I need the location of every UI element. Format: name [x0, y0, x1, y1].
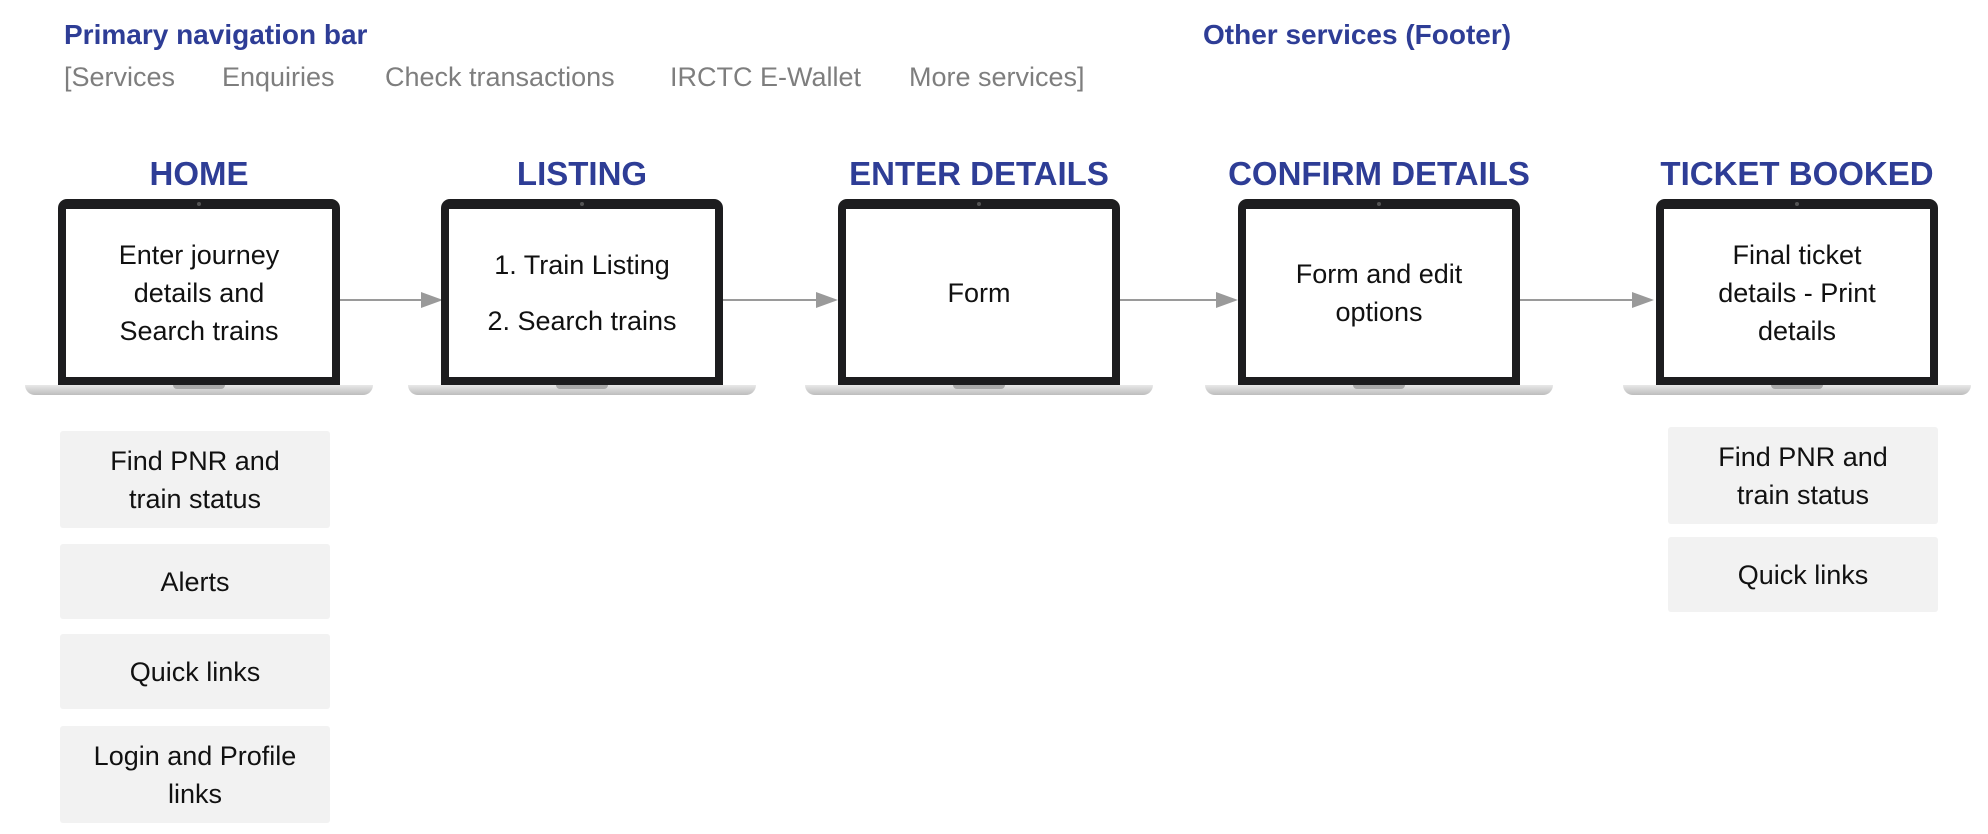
arrow-shaft	[1120, 299, 1218, 301]
nav-item-check-transactions: Check transactions	[385, 62, 615, 92]
laptop-screen-ticket-booked: Final ticket details - Print details	[1664, 209, 1930, 377]
box-label: Quick links	[129, 656, 261, 687]
laptop-home: Enter journey details and Search trains	[25, 199, 373, 399]
camera-icon	[1795, 202, 1799, 206]
screen-line: Form	[947, 278, 1011, 308]
arrow-head-icon	[1632, 292, 1654, 308]
nav-item-irctc-e-wallet: IRCTC E-Wallet	[670, 62, 862, 92]
primary-nav-heading: Primary navigation bar	[64, 19, 368, 50]
screen-line: 2. Search trains	[487, 306, 677, 336]
screen-line: Search trains	[119, 316, 279, 346]
camera-icon	[197, 202, 201, 206]
stage-title-listing: LISTING	[516, 155, 648, 192]
box-label: Find PNR and train status	[1718, 441, 1888, 510]
laptop-lid: Form	[838, 199, 1120, 389]
laptop-base	[805, 385, 1153, 395]
screen-line: Enter journey	[118, 240, 280, 270]
screen-line: 1. Train Listing	[494, 250, 670, 280]
arrow-head-icon	[816, 292, 838, 308]
laptop-base	[1205, 385, 1553, 395]
screen-line: details	[1757, 316, 1837, 346]
screen-line: details and	[133, 278, 265, 308]
screen-line: Form and edit	[1295, 259, 1463, 289]
stage-title-home: HOME	[149, 155, 249, 192]
ticket-box-quick-links: Quick links	[1668, 537, 1938, 612]
laptop-screen-enter-details: Form	[846, 209, 1112, 377]
arrow-shaft	[1520, 299, 1634, 301]
box-label: Login and Profile links	[93, 740, 297, 809]
laptop-lid: 1. Train Listing 2. Search trains	[441, 199, 723, 389]
laptop-screen-listing: 1. Train Listing 2. Search trains	[449, 209, 715, 377]
flow-arrow	[723, 289, 838, 311]
flow-arrow	[340, 289, 443, 311]
laptop-base	[25, 385, 373, 395]
camera-icon	[977, 202, 981, 206]
laptop-screen-confirm-details: Form and edit options	[1246, 209, 1512, 377]
nav-item-more-services: More services]	[909, 62, 1085, 92]
laptop-base	[1623, 385, 1971, 395]
laptop-notch	[1771, 385, 1823, 389]
stage-title-enter-details: ENTER DETAILS	[849, 155, 1109, 192]
laptop-screen-home: Enter journey details and Search trains	[66, 209, 332, 377]
laptop-lid: Final ticket details - Print details	[1656, 199, 1938, 389]
laptop-base	[408, 385, 756, 395]
box-label: Alerts	[160, 566, 230, 597]
laptop-ticket-booked: Final ticket details - Print details	[1623, 199, 1971, 399]
laptop-listing: 1. Train Listing 2. Search trains	[408, 199, 756, 399]
screen-line: options	[1335, 297, 1423, 327]
laptop-notch	[953, 385, 1005, 389]
home-box-quick-links: Quick links	[60, 634, 330, 709]
laptop-confirm-details: Form and edit options	[1205, 199, 1553, 399]
arrow-head-icon	[1216, 292, 1238, 308]
stage-title-confirm-details: CONFIRM DETAILS	[1228, 155, 1530, 192]
arrow-head-icon	[421, 292, 443, 308]
flow-arrow	[1120, 289, 1238, 311]
nav-item-enquiries: Enquiries	[222, 62, 335, 92]
laptop-enter-details: Form	[805, 199, 1153, 399]
home-box-login-profile: Login and Profile links	[60, 726, 330, 823]
arrow-shaft	[723, 299, 818, 301]
footer-heading: Other services (Footer)	[1203, 19, 1512, 50]
camera-icon	[1377, 202, 1381, 206]
laptop-notch	[556, 385, 608, 389]
nav-item-services: [Services	[64, 62, 176, 92]
camera-icon	[580, 202, 584, 206]
screen-line: details - Print	[1718, 278, 1876, 308]
screen-line: Final ticket	[1732, 240, 1862, 270]
box-label: Quick links	[1737, 559, 1869, 590]
laptop-notch	[173, 385, 225, 389]
stage-title-ticket-booked: TICKET BOOKED	[1660, 155, 1934, 192]
laptop-lid: Enter journey details and Search trains	[58, 199, 340, 389]
home-box-find-pnr: Find PNR and train status	[60, 431, 330, 528]
flow-arrow	[1520, 289, 1654, 311]
laptop-lid: Form and edit options	[1238, 199, 1520, 389]
box-label: Find PNR and train status	[110, 445, 280, 514]
home-box-alerts: Alerts	[60, 544, 330, 619]
arrow-shaft	[340, 299, 423, 301]
laptop-notch	[1353, 385, 1405, 389]
ticket-box-find-pnr: Find PNR and train status	[1668, 427, 1938, 524]
